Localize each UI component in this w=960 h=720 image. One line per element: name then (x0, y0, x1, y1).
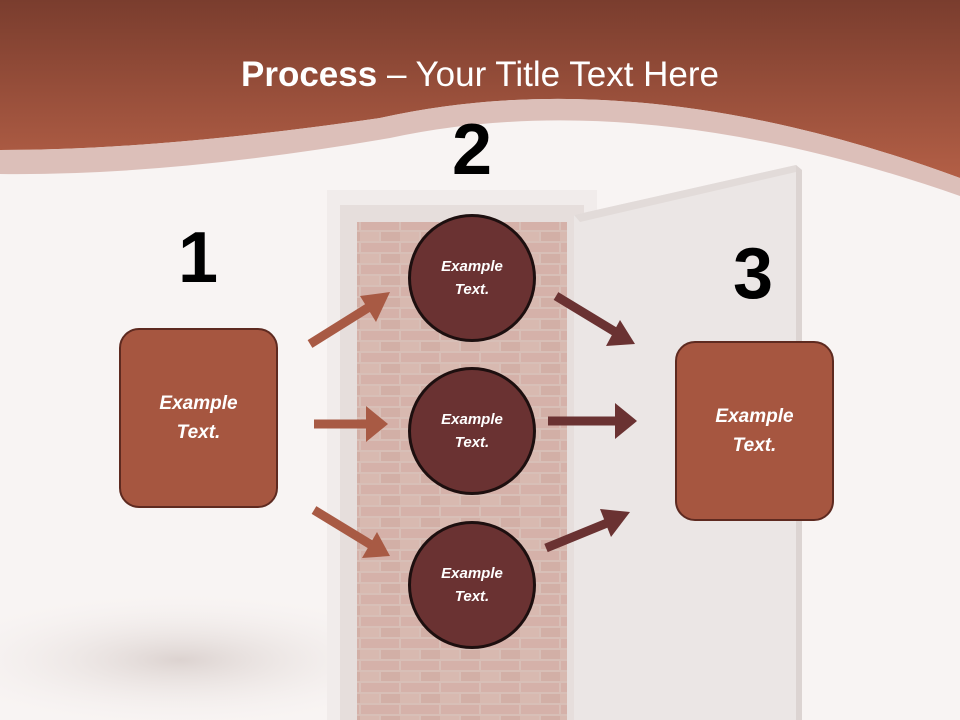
step-3-box: Example Text. (675, 341, 834, 521)
title-bold: Process (241, 55, 378, 94)
banner-swoosh (0, 98, 960, 196)
slide-title: Process – Your Title Text Here (0, 54, 960, 96)
arrow-to-bottom (311, 506, 390, 558)
arrow-from-bottom (544, 509, 630, 553)
step-1-text: Example Text. (159, 393, 238, 443)
arrow-to-top (307, 292, 390, 348)
step-number-2: 2 (451, 110, 493, 190)
step-2-circle-top: Example Text. (408, 214, 536, 342)
step-1-box: Example Text. (119, 328, 278, 508)
step-3-text: Example Text. (715, 406, 794, 456)
circle-bottom-text: Example Text. (441, 565, 503, 605)
arrow-from-middle (548, 403, 637, 439)
circle-top-text: Example Text. (441, 258, 503, 298)
arrow-to-middle (314, 406, 388, 442)
step-2-circle-middle: Example Text. (408, 367, 536, 495)
title-banner (0, 0, 960, 178)
circle-middle-text: Example Text. (441, 411, 503, 451)
arrow-from-top (553, 292, 635, 346)
step-number-3: 3 (732, 234, 774, 314)
step-2-circle-bottom: Example Text. (408, 521, 536, 649)
title-text: – Your Title Text Here (377, 55, 719, 94)
step-number-1: 1 (177, 218, 219, 298)
